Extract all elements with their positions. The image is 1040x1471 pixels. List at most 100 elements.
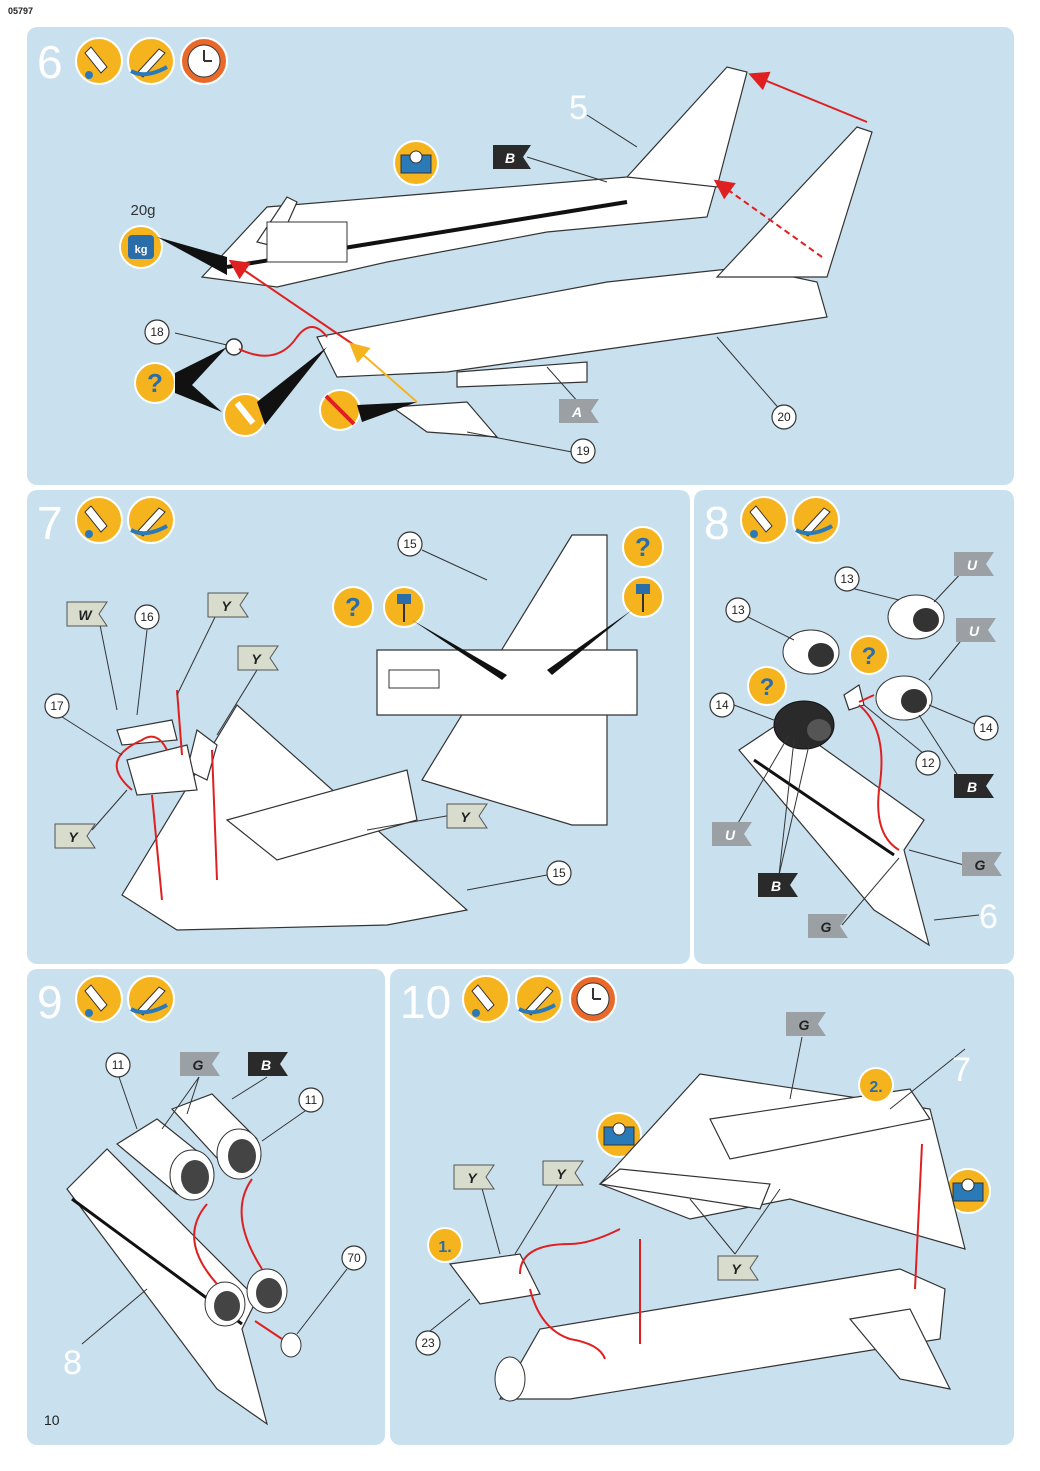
ref-label-7: 7 [952, 1051, 971, 1089]
paint-icon [515, 975, 563, 1023]
svg-text:15: 15 [552, 866, 566, 880]
svg-text:Y: Y [556, 1166, 567, 1182]
color-flag-G: G [962, 852, 1002, 876]
svg-text:?: ? [760, 674, 775, 701]
svg-text:Y: Y [467, 1170, 478, 1186]
part-number-11b: 11 [298, 1087, 324, 1113]
color-flag-U: U [954, 552, 994, 576]
svg-text:15: 15 [403, 537, 417, 551]
color-flag-B: B [493, 145, 531, 169]
color-flag-Y-2: Y [237, 645, 279, 671]
order-badge-1: 1. [427, 1227, 463, 1263]
svg-text:14: 14 [715, 698, 729, 712]
part-number-15: 15 [397, 531, 423, 557]
part-23 [448, 1253, 541, 1305]
drill-icon-2 [622, 576, 664, 618]
step-6-panel: 6 20g kg ? [27, 27, 1014, 485]
color-flag-G: G [786, 1012, 826, 1036]
color-flag-Y-3: Y [54, 823, 96, 849]
glue-icon [75, 37, 123, 85]
fuselage-bottom-part-20 [316, 266, 828, 378]
clock-icon [180, 37, 228, 85]
page-number: 10 [44, 1412, 60, 1428]
part-19 [390, 401, 499, 438]
svg-text:13: 13 [840, 572, 854, 586]
step-6-illustration: 20g kg ? 5 18 19 20 B A [75, 37, 873, 464]
glue-icon [75, 496, 123, 544]
part-number-12: 12 [915, 750, 941, 776]
part-number-11: 11 [105, 1052, 131, 1078]
ref-label-5: 5 [569, 89, 588, 127]
paint-icon [127, 37, 175, 85]
part-number-70: 70 [341, 1245, 367, 1271]
step-8-illustration: ? ? 6 13 13 14 14 12 U U U B B G G [709, 496, 1002, 947]
tape-icon [393, 140, 439, 186]
paint-icon [127, 496, 175, 544]
color-flag-U-2: U [956, 618, 996, 642]
svg-text:U: U [969, 623, 980, 639]
svg-text:Y: Y [251, 651, 262, 667]
clock-icon [569, 975, 617, 1023]
svg-text:kg: kg [135, 244, 148, 256]
glue-icon [75, 975, 123, 1023]
svg-text:B: B [967, 779, 977, 795]
help-icon: ? [134, 362, 176, 404]
svg-text:11: 11 [305, 1093, 318, 1107]
color-flag-G: G [180, 1052, 220, 1076]
color-flag-Y: Y [207, 592, 249, 618]
part-number-16: 16 [134, 604, 160, 630]
step-9-number: 9 [37, 976, 63, 1028]
step-7-number: 7 [37, 497, 63, 549]
help-icon-2: ? [622, 526, 664, 568]
weight-icon: kg [119, 225, 163, 269]
svg-text:U: U [967, 557, 978, 573]
color-flag-Y-3: Y [717, 1255, 759, 1281]
svg-text:Y: Y [731, 1261, 742, 1277]
svg-text:70: 70 [347, 1251, 361, 1265]
svg-text:11: 11 [112, 1058, 125, 1072]
svg-text:G: G [799, 1017, 810, 1033]
paint-icon [127, 975, 175, 1023]
color-flag-B-2: B [758, 873, 798, 897]
svg-text:B: B [261, 1057, 271, 1073]
part-number-23: 23 [415, 1330, 441, 1356]
color-flag-Y-2: Y [542, 1160, 584, 1186]
svg-text:G: G [193, 1057, 204, 1073]
svg-text:19: 19 [576, 444, 590, 458]
part-number-20: 20 [771, 404, 797, 430]
part-number-18: 18 [144, 319, 170, 345]
svg-text:13: 13 [731, 603, 745, 617]
step-7-illustration: ? ? 15 16 17 15 W Y Y Y Y [44, 496, 664, 931]
rear-fuselage-ref-8 [66, 1148, 268, 1426]
help-icon: ? [332, 586, 374, 628]
svg-text:23: 23 [421, 1336, 435, 1350]
rear-fuselage [738, 719, 930, 947]
svg-text:G: G [975, 857, 986, 873]
step-9-illustration: 8 11 11 70 G B [63, 975, 367, 1426]
part-number-17: 17 [44, 693, 70, 719]
color-flag-Y: Y [453, 1164, 495, 1190]
order-badge-2: 2. [858, 1067, 894, 1103]
color-flag-Y-4: Y [446, 803, 488, 829]
step-9-panel: 9 8 11 11 70 G B [27, 969, 385, 1445]
part-number-14: 14 [709, 692, 735, 718]
part-number-13b: 13 [725, 597, 751, 623]
tape-icon [596, 1112, 642, 1158]
svg-text:U: U [725, 827, 736, 843]
step-6-number: 6 [37, 36, 63, 88]
svg-text:B: B [771, 878, 781, 894]
svg-text:1.: 1. [438, 1239, 451, 1256]
svg-text:G: G [821, 919, 832, 935]
help-icon-2: ? [747, 666, 787, 706]
part-number-19: 19 [570, 438, 596, 464]
drill-icon [383, 586, 425, 628]
color-flag-B: B [248, 1052, 288, 1076]
paint-icon [792, 496, 840, 544]
svg-text:B: B [505, 150, 515, 166]
glue-icon [462, 975, 510, 1023]
svg-text:Y: Y [68, 829, 79, 845]
part-number-13: 13 [834, 566, 860, 592]
step-10-illustration: 1. 2. 7 23 G Y Y Y [415, 975, 991, 1402]
svg-text:16: 16 [140, 610, 154, 624]
svg-text:?: ? [345, 592, 361, 622]
